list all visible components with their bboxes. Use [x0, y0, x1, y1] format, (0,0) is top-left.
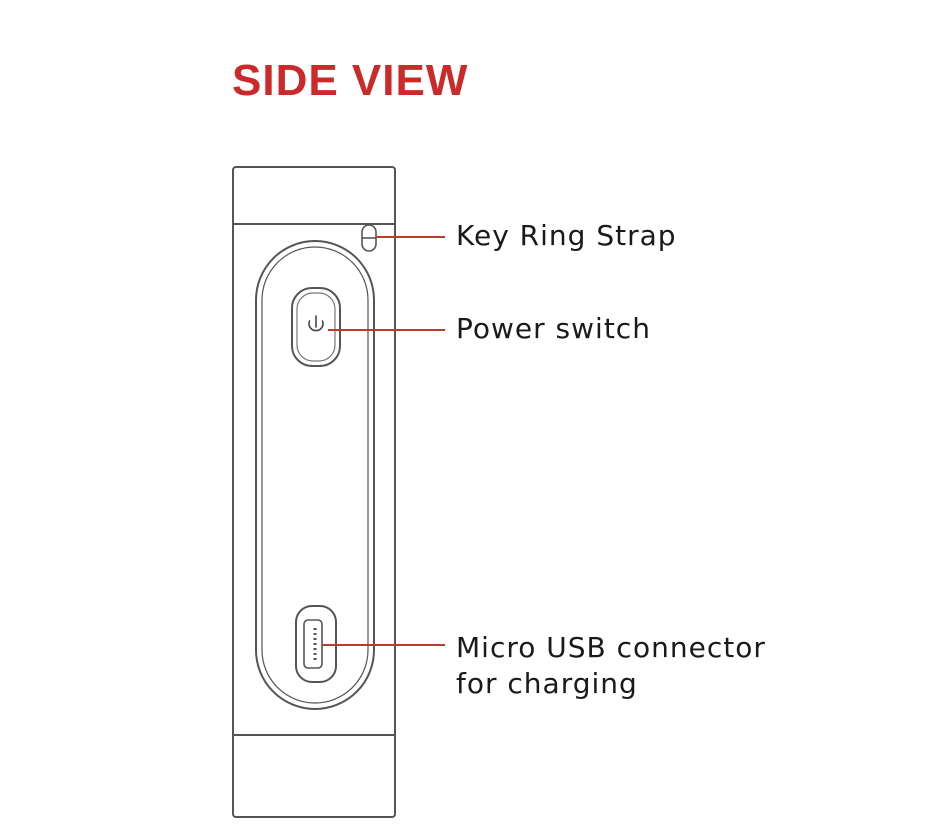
callout-key-ring-strap: Key Ring Strap [456, 218, 677, 254]
key-ring-strap-icon [361, 224, 377, 252]
callout-usb-line2: for charging [456, 667, 638, 700]
callout-power-text: Power switch [456, 312, 651, 345]
leader-lines [322, 236, 445, 646]
callout-power-switch: Power switch [456, 311, 651, 347]
power-switch [291, 287, 341, 367]
power-symbol-icon [308, 315, 324, 332]
callout-usb-line1: Micro USB connector [456, 631, 766, 664]
callout-key-ring-text: Key Ring Strap [456, 219, 677, 252]
callout-micro-usb: Micro USB connector for charging [456, 630, 766, 702]
side-panel [255, 240, 375, 710]
device-body [232, 166, 396, 818]
diagram-title: SIDE VIEW [232, 56, 469, 105]
micro-usb-port-icon [295, 605, 337, 683]
